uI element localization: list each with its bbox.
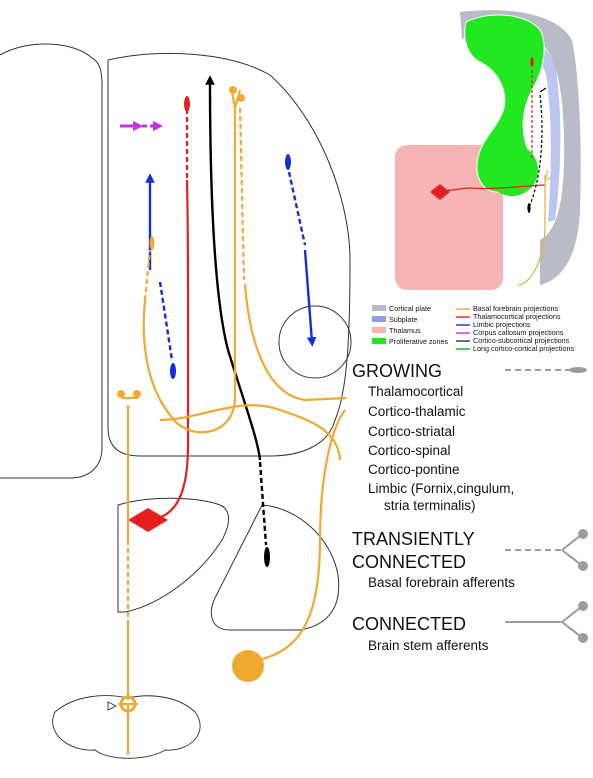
transient-symbol — [505, 530, 587, 570]
basal-forebrain-terminals — [117, 86, 245, 398]
connected-title: CONNECTED — [352, 614, 466, 634]
thalamus-region-outline — [118, 498, 229, 612]
legend-swatch-subplate — [372, 316, 386, 322]
legend-swatch-thalamus — [372, 327, 386, 333]
inset-legend: Cortical plate Subplate Thalamus Prolife… — [372, 304, 574, 353]
growing-item-6: Limbic (Fornix,cingulum, — [368, 481, 514, 496]
growing-item-1: Thalamocortical — [368, 384, 463, 399]
right-hemisphere-outline — [108, 53, 350, 456]
legend-swatch-proliferative — [372, 338, 386, 344]
limbic-projection-right — [285, 154, 312, 342]
brainstem-outline — [53, 696, 201, 759]
basal-forebrain-soma — [232, 650, 264, 682]
connected-subtitle: Brain stem afferents — [368, 638, 489, 653]
inset-section — [395, 10, 581, 290]
growing-item-7: stria terminalis) — [384, 498, 476, 513]
growing-item-2: Cortico-thalamic — [368, 404, 466, 419]
main-legend: GROWING Thalamocortical Cortico-thalamic… — [352, 361, 587, 653]
thalamic-neuron — [128, 508, 168, 532]
legend-label-proliferative: Proliferative zones — [389, 337, 449, 346]
transient-subtitle: Basal forebrain afferents — [368, 575, 515, 590]
legend-label-cortical-plate: Cortical plate — [389, 304, 431, 313]
thalamocortical-projection — [128, 96, 190, 532]
growing-item-3: Cortico-striatal — [368, 424, 455, 439]
region-circle — [279, 306, 351, 378]
connected-symbol — [505, 602, 587, 642]
legend-label-thalamus: Thalamus — [389, 326, 421, 335]
growing-title: GROWING — [352, 361, 442, 381]
transient-title-line1: TRANSIENTLY — [352, 529, 475, 549]
limbic-projection-left — [150, 178, 176, 379]
legend-label-subplate: Subplate — [389, 315, 417, 324]
left-hemisphere-outline — [0, 44, 102, 478]
growing-symbol — [505, 367, 587, 373]
cortico-subcortical-projection — [210, 80, 270, 567]
growing-item-5: Cortico-pontine — [368, 462, 460, 477]
transient-title-line2: CONNECTED — [352, 552, 466, 572]
growing-item-4: Cortico-spinal — [368, 443, 451, 458]
legend-label-long-cortico-cortical: Long cortico-cortical projections — [473, 344, 574, 353]
legend-swatch-cortical-plate — [372, 305, 386, 311]
basal-forebrain-projection — [122, 90, 346, 755]
